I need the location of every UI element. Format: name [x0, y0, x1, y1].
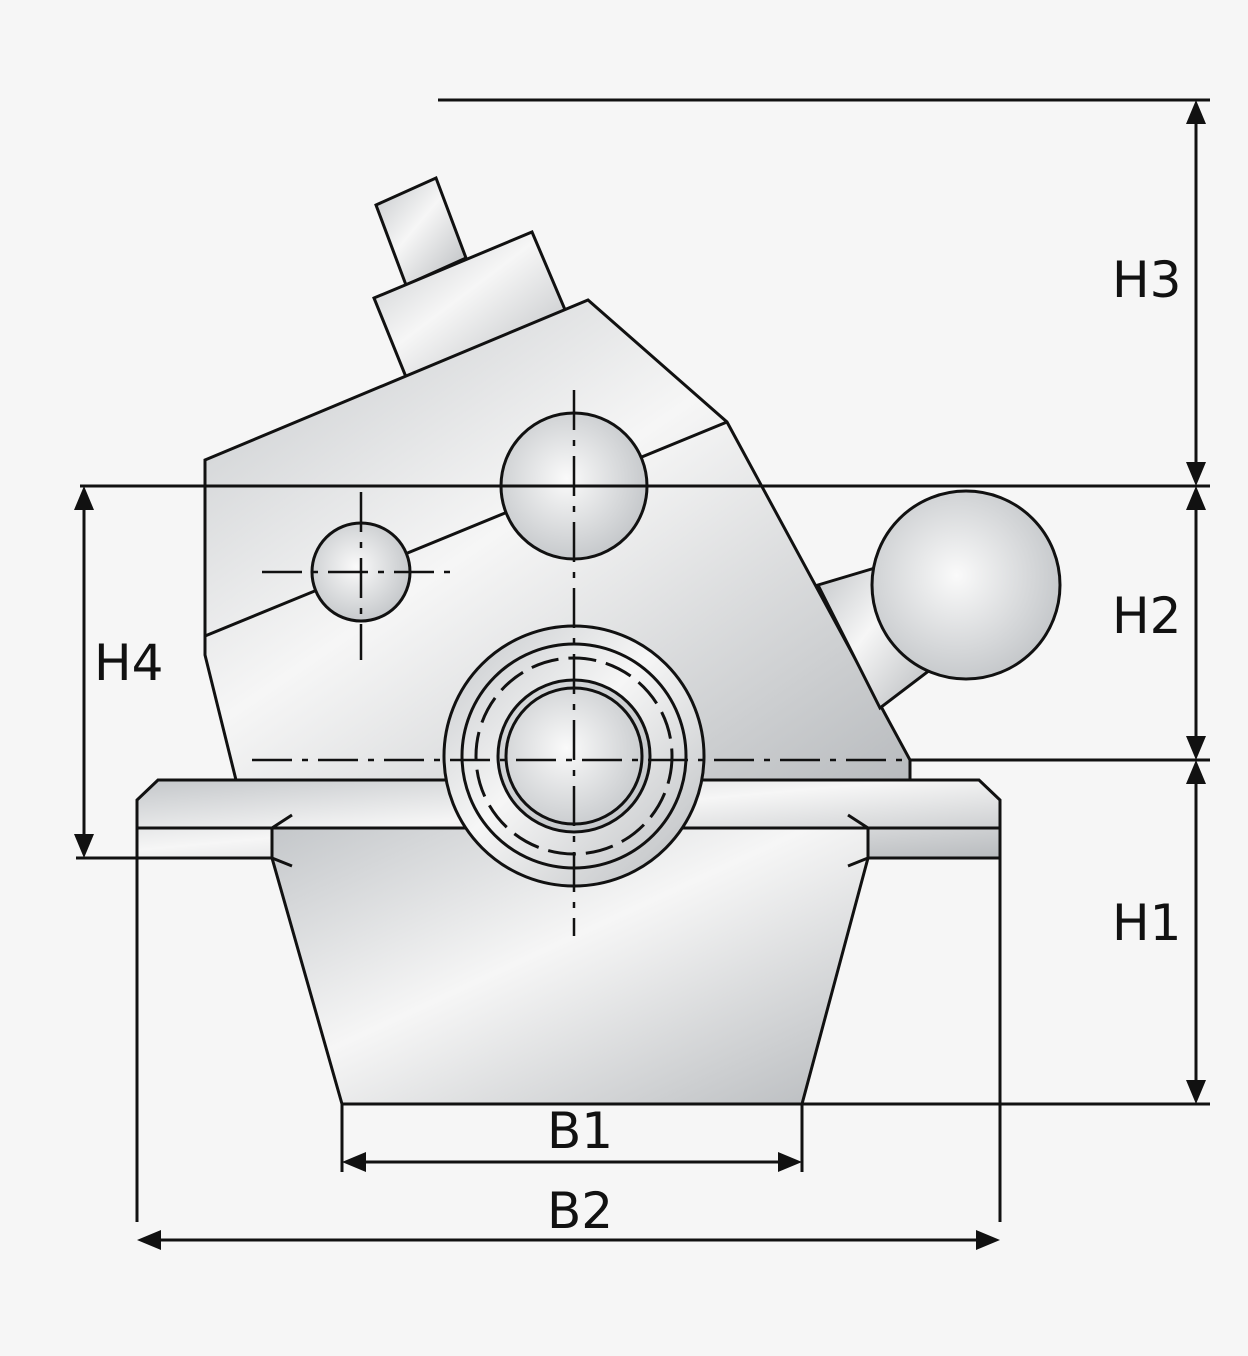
label-h1: H1: [1112, 894, 1181, 952]
dim-h1-arrow-top: [1186, 760, 1206, 784]
dim-b2-arrow-right: [976, 1230, 1000, 1250]
lever-ball: [870, 489, 1062, 681]
label-h2: H2: [1112, 587, 1181, 645]
dim-h1-arrow-bottom: [1186, 1080, 1206, 1104]
dim-b1-arrow-right: [778, 1152, 802, 1172]
dim-h4-arrow-top: [74, 486, 94, 510]
dim-h3-arrow-top: [1186, 100, 1206, 124]
dim-h2-arrow-top: [1186, 486, 1206, 510]
label-b2: B2: [547, 1182, 613, 1240]
dim-b2-arrow-left: [137, 1230, 161, 1250]
label-h3: H3: [1112, 251, 1181, 309]
dim-b1-arrow-left: [342, 1152, 366, 1172]
pot-fillet-right: [847, 813, 869, 868]
dim-h3-arrow-bottom: [1186, 462, 1206, 486]
label-b1: B1: [547, 1102, 613, 1160]
dim-h2-arrow-bottom: [1186, 736, 1206, 760]
pot-fillet-left: [271, 813, 293, 868]
dim-h4-arrow-bottom: [74, 834, 94, 858]
label-h4: H4: [94, 634, 163, 692]
